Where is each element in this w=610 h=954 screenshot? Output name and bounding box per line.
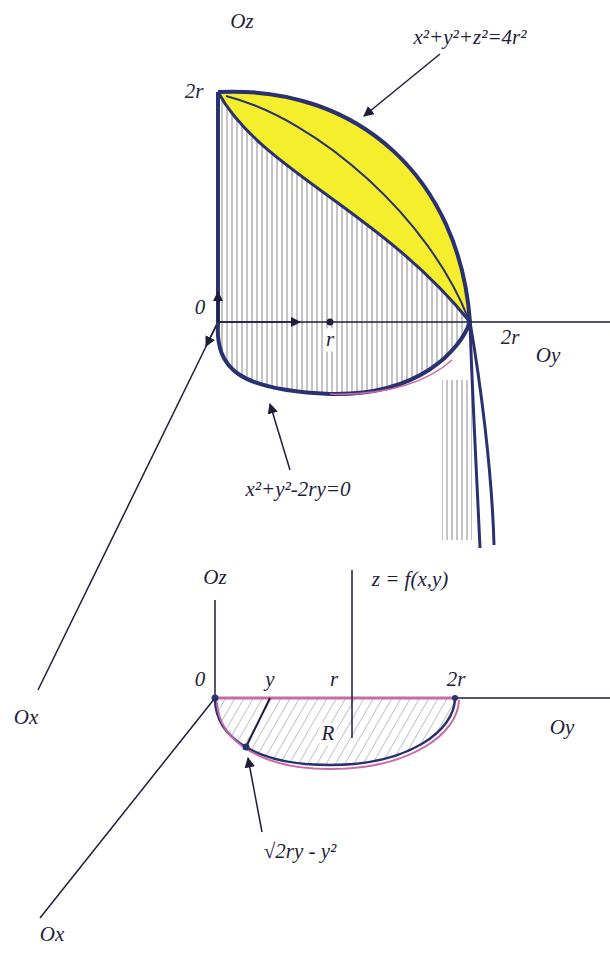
leader-line xyxy=(270,404,290,470)
base-highlight xyxy=(330,360,452,394)
equation-label: x²+y²-2ry=0 xyxy=(243,478,352,501)
x-axis xyxy=(40,698,215,918)
hatched-strip xyxy=(442,380,472,540)
intersection-curve xyxy=(218,92,470,322)
z-axis xyxy=(214,600,216,698)
end-dot xyxy=(452,695,458,701)
z-axis xyxy=(216,92,220,326)
height-line xyxy=(351,570,353,738)
axis-label: Oy xyxy=(548,716,577,739)
function-label: z = f(x,y) xyxy=(370,568,451,591)
boundary-dot xyxy=(243,744,250,751)
hatched-wall xyxy=(218,92,470,394)
origin-dot xyxy=(212,695,219,702)
axis-label: Oz xyxy=(201,566,228,589)
equation-label: x²+y²+z²=4r² xyxy=(411,26,528,49)
unit-arrow xyxy=(217,292,219,322)
base-circle xyxy=(218,322,470,394)
bound-label: √2ry - y² xyxy=(262,840,339,863)
sphere-meridian xyxy=(226,96,468,318)
origin-label: 0 xyxy=(193,296,208,319)
axis-tick-label: 2r xyxy=(499,326,522,349)
x-axis xyxy=(38,322,218,690)
axis-tick-label: 2r xyxy=(445,668,468,691)
unit-arrow xyxy=(218,321,300,323)
region-boundary xyxy=(215,698,455,765)
sphere-outline xyxy=(218,92,470,322)
diameter-line xyxy=(215,697,455,700)
axis-tick-label: 2r xyxy=(183,80,206,103)
cylinder-edge xyxy=(470,322,480,548)
axis-label: Oz xyxy=(228,10,255,33)
y-axis xyxy=(215,697,610,699)
y-axis xyxy=(218,321,610,323)
axis-label: Ox xyxy=(12,706,41,729)
variable-label: y xyxy=(263,668,276,691)
axis-label: Oy xyxy=(534,344,563,367)
axis-tick-label: r xyxy=(324,328,336,351)
slice-line xyxy=(246,698,270,747)
origin-label: 0 xyxy=(193,668,208,691)
leader-line xyxy=(248,758,262,832)
leader-line xyxy=(364,54,440,116)
region-r xyxy=(215,698,455,765)
center-dot xyxy=(327,319,334,326)
axis-label: Ox xyxy=(38,923,67,946)
region-label: R xyxy=(320,722,337,745)
axis-tick-label: r xyxy=(328,668,340,691)
region-highlight xyxy=(217,700,459,769)
sphere-surface xyxy=(218,92,470,322)
